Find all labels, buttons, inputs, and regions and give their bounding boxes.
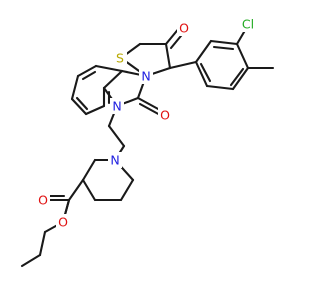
bond — [194, 60, 209, 88]
atom-O2: O — [160, 108, 170, 123]
molecule-canvas: S N N N O O O O Cl — [20, 16, 275, 268]
atom-O1: O — [179, 21, 189, 36]
bond — [212, 45, 235, 51]
bond — [84, 104, 106, 116]
bond — [38, 230, 47, 257]
atom-N3: N — [110, 153, 119, 168]
bond — [81, 178, 97, 202]
bond — [231, 66, 250, 91]
bond — [81, 158, 97, 182]
bond — [102, 69, 124, 90]
bond — [20, 253, 42, 268]
ethyl-ester — [20, 178, 85, 268]
bond — [75, 96, 89, 111]
oxindole-ring — [70, 64, 164, 118]
bond — [229, 67, 245, 87]
atom-labels: S N N N O O O O Cl — [36, 16, 258, 230]
bond — [136, 96, 162, 112]
atom-N2: N — [112, 99, 121, 114]
bond — [94, 64, 124, 73]
bond — [205, 84, 235, 91]
atom-O3: O — [38, 193, 48, 208]
atom-Cl: Cl — [242, 17, 254, 32]
bond — [70, 97, 88, 116]
atom-N1: N — [141, 69, 150, 84]
bond — [168, 60, 198, 70]
bond — [199, 62, 212, 83]
bond — [164, 42, 172, 70]
bond — [119, 178, 135, 202]
bond — [67, 178, 85, 202]
structure-diagram: S N N N O O O O Cl — [20, 16, 275, 268]
bond — [209, 39, 239, 46]
atom-S1: S — [116, 51, 124, 66]
bond — [194, 39, 213, 64]
atom-O4: O — [58, 215, 68, 230]
bond — [70, 74, 80, 101]
aryl-ring — [168, 25, 275, 91]
bond — [235, 42, 250, 70]
bond — [76, 64, 98, 78]
bond — [107, 124, 126, 148]
bond — [81, 70, 97, 81]
